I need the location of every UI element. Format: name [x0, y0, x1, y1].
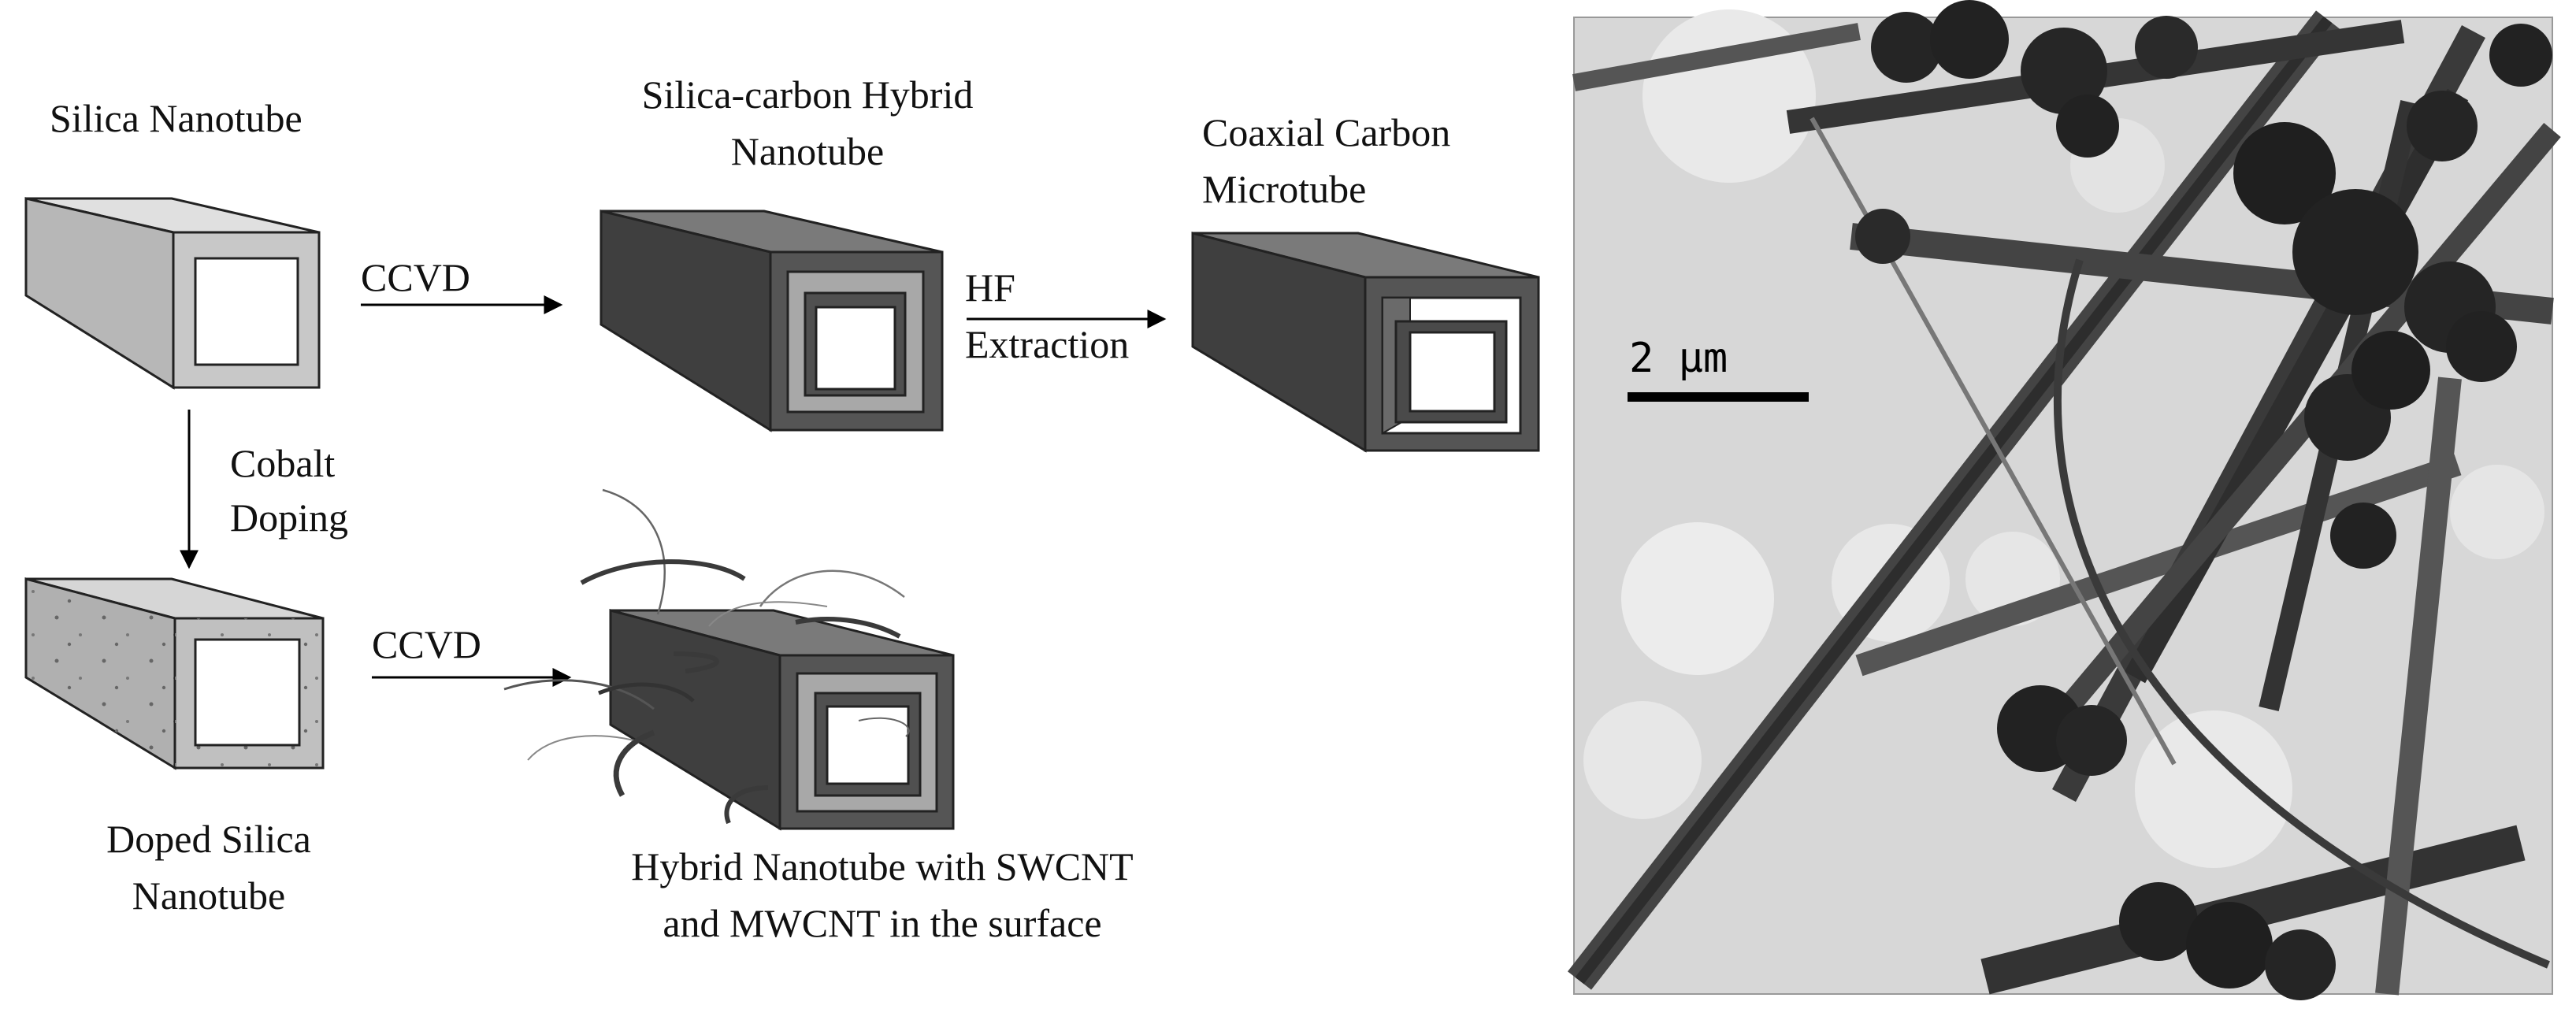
label-hf-line1: HF: [965, 265, 1015, 310]
label-doped-line1: Doped Silica: [106, 817, 311, 861]
label-hybrid-title-line1: Silica-carbon Hybrid: [641, 72, 974, 117]
label-silica-nanotube: Silica Nanotube: [50, 96, 303, 140]
silica-nanotube-shape: [24, 197, 321, 390]
label-ccvd-bottom: CCVD: [372, 622, 481, 666]
hybrid-cnt-nanotube-shape: [503, 488, 955, 831]
label-hybrid-title-line2: Nanotube: [730, 129, 885, 173]
label-cobalt-line1: Cobalt: [230, 441, 336, 485]
scale-bar: [1628, 392, 1809, 402]
label-hybrid-caption-line1: Hybrid Nanotube with SWCNT: [631, 844, 1134, 888]
scale-bar-label: 2 μm: [1629, 335, 1728, 382]
label-hybrid-caption-line2: and MWCNT in the surface: [663, 901, 1102, 945]
coaxial-microtube-shape: [1191, 232, 1540, 453]
label-doped-line2: Nanotube: [132, 873, 286, 918]
tem-micrograph: [1568, 0, 2561, 1000]
doped-silica-nanotube-shape: [24, 577, 325, 770]
label-coaxial-line2: Microtube: [1202, 167, 1367, 211]
label-ccvd-top: CCVD: [361, 255, 470, 299]
hybrid-nanotube-shape: [599, 210, 944, 432]
label-hf-line2: Extraction: [965, 322, 1130, 366]
label-coaxial-line1: Coaxial Carbon: [1202, 110, 1451, 154]
label-cobalt-line2: Doping: [230, 495, 348, 540]
